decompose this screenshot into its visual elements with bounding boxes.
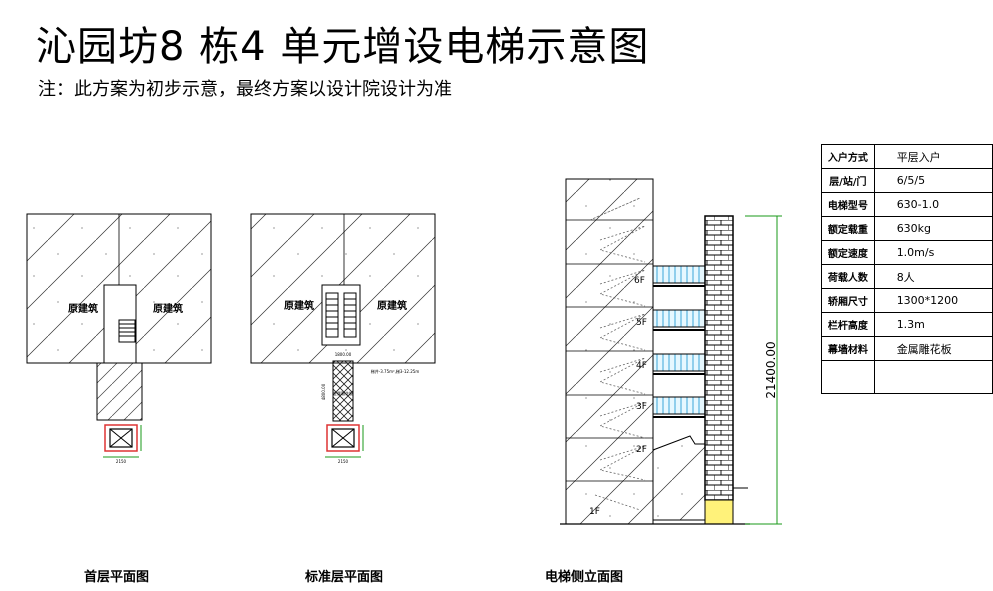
existing-label-std-left: 原建筑 [284,299,314,312]
spec-value: 6/5/5 [873,168,993,193]
spec-value: 630-1.0 [873,192,993,217]
spec-key: 荷载人数 [821,264,875,289]
existing-facade [565,178,654,525]
caption-ground-plan: 首层平面图 [84,570,150,585]
spec-key: 入户方式 [821,144,875,169]
spec-key [821,360,875,394]
spec-key: 额定速度 [821,240,875,265]
height-dim-text: 21400.00 [764,341,778,398]
spec-value: 金属雕花板 [873,336,993,361]
elevator-shaft-facade [704,215,734,501]
floor-label-6F: 6F [634,276,645,286]
elevator-shaft-corridor-std [332,360,354,422]
std-side-dim: 4800.00 [321,383,326,400]
spec-row: 入户方式平层入户 [821,144,993,169]
spec-key: 层/站/门 [821,168,875,193]
floor-labels: 6F 5F 4F 3F 2F 1F [589,276,647,517]
caption-standard-plan: 标准层平面图 [305,570,384,585]
spec-value: 630kg [873,216,993,241]
spec-row [821,360,993,394]
floor-label-3F: 3F [636,402,647,412]
caption-elevation: 电梯侧立面图 [545,570,624,585]
existing-label-right: 原建筑 [153,302,183,315]
std-stair-note: 梯井-3.75m²,梯3-12.25m [371,368,420,374]
pit-base [704,499,734,525]
spec-value: 平层入户 [873,144,993,169]
spec-value: 8人 [873,264,993,289]
std-dim-width-text: 2150 [338,459,349,464]
floor-label-2F: 2F [636,445,647,455]
floor-label-5F: 5F [636,318,647,328]
ground-floor-plan: 原建筑 原建筑 2150 [26,213,212,464]
spec-value [873,360,993,394]
page-title: 沁园坊8 栋4 单元增设电梯示意图 [36,24,650,70]
elevator-corridor [96,362,143,421]
spec-key: 额定载重 [821,216,875,241]
floor-lines [566,219,653,482]
spec-key: 栏杆高度 [821,312,875,337]
spec-key: 轿厢尺寸 [821,288,875,313]
dim-width-text: 2150 [116,459,127,464]
stair-treads [118,319,136,343]
height-dimension [745,215,782,525]
std-top-dim: 1800.00 [335,352,352,357]
spec-value: 1.0m/s [873,240,993,265]
existing-label-std-right: 原建筑 [377,299,407,312]
spec-row: 幕墙材料金属雕花板 [821,336,993,361]
existing-label-left: 原建筑 [68,302,98,315]
floor-label-4F: 4F [636,361,647,371]
side-elevation: 6F 5F 4F 3F 2F 1F 21400.00 [560,178,782,525]
spec-value: 1300*1200 [873,288,993,313]
standard-floor-plan: 原建筑 原建筑 1800.00 梯井-3.75m²,梯3-12.25m 金属雕花… [250,213,436,464]
spec-key: 电梯型号 [821,192,875,217]
stair-zigzag [589,197,646,511]
elevator-shaft-std [326,424,360,452]
stair-treads-std [325,292,357,338]
std-shaft-label: 金属雕花板 [333,390,353,396]
spec-value: 1.3m [873,312,993,337]
connecting-walkways [652,265,706,418]
page-note: 注：此方案为初步示意，最终方案以设计院设计为准 [38,79,452,100]
floor-label-1F: 1F [589,507,600,517]
entrance-canopy [652,435,706,521]
elevator-shaft-ground [104,424,138,452]
spec-key: 幕墙材料 [821,336,875,361]
